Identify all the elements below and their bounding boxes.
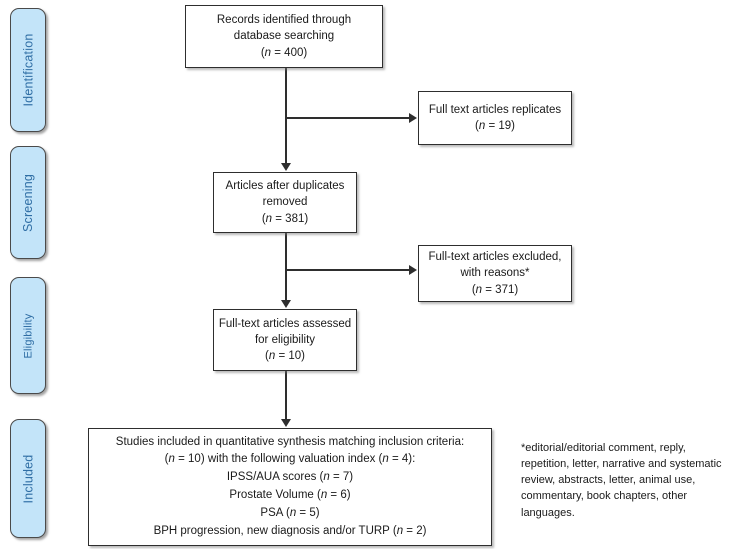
prostate-volume-value: = 6) (327, 489, 351, 501)
paren-open: ( (260, 46, 265, 59)
arrowhead-to-assessed (281, 300, 291, 308)
count-value: = 371) (482, 283, 519, 296)
box-records-line1: Records identified through (216, 14, 352, 26)
bph-label: BPH progression, new diagnosis and/or TU… (153, 524, 397, 537)
line2-middle: = 10) with the following valuation index… (174, 453, 383, 466)
stage-pill-identification: Identification (10, 8, 46, 132)
box-included-line6-bph: BPH progression, new diagnosis and/or TU… (154, 523, 427, 541)
connector-records-to-after-duplicates (285, 68, 287, 164)
box-assessed-count: (n = 10) (265, 348, 305, 364)
box-studies-included: Studies included in quantitative synthes… (88, 428, 492, 546)
connector-branch-to-replicates (285, 117, 409, 119)
box-assessed-line2: for eligibility (254, 333, 316, 346)
stage-pill-eligibility: Eligibility (10, 277, 46, 394)
box-after-dupes-line1: Articles after duplicates (225, 180, 345, 192)
count-value: = 19) (485, 120, 515, 132)
n-symbol: n (323, 471, 330, 484)
line2-end: = 4): (388, 453, 416, 466)
box-included-line3-ipss: IPSS/AUA scores (n = 7) (227, 469, 353, 487)
prostate-volume-label: Prostate Volume ( (229, 489, 321, 501)
ipss-value: = 7) (329, 471, 354, 484)
stage-pill-screening: Screening (10, 146, 46, 259)
box-records-count: (n = 400) (261, 45, 307, 61)
box-full-text-excluded: Full-text articles excluded, with reason… (418, 245, 572, 302)
n-symbol: n (320, 489, 328, 501)
n-symbol: n (265, 212, 273, 225)
arrowhead-to-included (281, 419, 291, 427)
box-excluded-count: (n = 371) (472, 282, 518, 298)
count-value: = 400) (271, 46, 308, 59)
bph-value: = 2) (403, 524, 427, 537)
stage-label-screening: Screening (21, 173, 35, 232)
connector-assessed-to-included (285, 371, 287, 421)
arrowhead-to-excluded (409, 265, 417, 275)
box-included-line2: (n = 10) with the following valuation in… (165, 451, 416, 469)
box-after-dupes-line2: removed (262, 196, 308, 209)
box-included-line1: Studies included in quantitative synthes… (115, 435, 465, 448)
n-symbol: n (264, 46, 272, 59)
n-symbol: n (475, 283, 483, 296)
n-symbol: n (268, 350, 276, 363)
n-symbol: n (289, 506, 297, 519)
box-articles-after-duplicates: Articles after duplicates removed (n = 3… (213, 172, 357, 233)
box-records-line2: database searching (233, 30, 335, 43)
box-full-text-replicates: Full text articles replicates (n = 19) (418, 91, 572, 145)
n-symbol: n (168, 453, 175, 466)
box-excluded-line1: Full-text articles excluded, (428, 251, 562, 264)
n-symbol: n (478, 120, 486, 132)
exclusion-reasons-footnote: *editorial/editorial comment, reply, rep… (521, 442, 722, 519)
arrowhead-to-replicates (409, 113, 417, 123)
stage-label-included: Included (21, 454, 35, 503)
paren-open: ( (471, 283, 476, 296)
stage-pill-included: Included (10, 419, 46, 538)
box-records-identified: Records identified through database sear… (185, 5, 383, 68)
ipss-label: IPSS/AUA scores ( (226, 471, 324, 484)
paren-open: ( (164, 453, 169, 466)
n-symbol: n (396, 524, 404, 537)
count-value: = 10) (275, 350, 305, 363)
box-excluded-line2: with reasons* (460, 267, 530, 280)
stage-label-eligibility: Eligibility (22, 313, 34, 358)
connector-after-duplicates-to-assessed (285, 233, 287, 301)
box-after-dupes-count: (n = 381) (262, 211, 308, 227)
paren-open: ( (265, 350, 269, 363)
psa-label: PSA ( (260, 506, 290, 519)
box-replicates-count: (n = 19) (475, 118, 515, 134)
paren-open: ( (261, 212, 266, 225)
arrowhead-to-after-duplicates (281, 163, 291, 171)
box-replicates-line1: Full text articles replicates (428, 103, 562, 116)
psa-value: = 5) (296, 506, 320, 519)
box-assessed-line1: Full-text articles assessed (218, 317, 352, 330)
count-value: = 381) (272, 212, 309, 225)
connector-branch-to-excluded (285, 269, 409, 271)
n-symbol-2: n (382, 453, 389, 466)
box-included-line4-prostate-volume: Prostate Volume (n = 6) (229, 487, 350, 505)
stage-label-identification: Identification (21, 33, 36, 107)
box-full-text-assessed: Full-text articles assessed for eligibil… (213, 309, 357, 371)
box-included-line5-psa: PSA (n = 5) (260, 505, 319, 523)
paren-open: ( (475, 120, 479, 132)
